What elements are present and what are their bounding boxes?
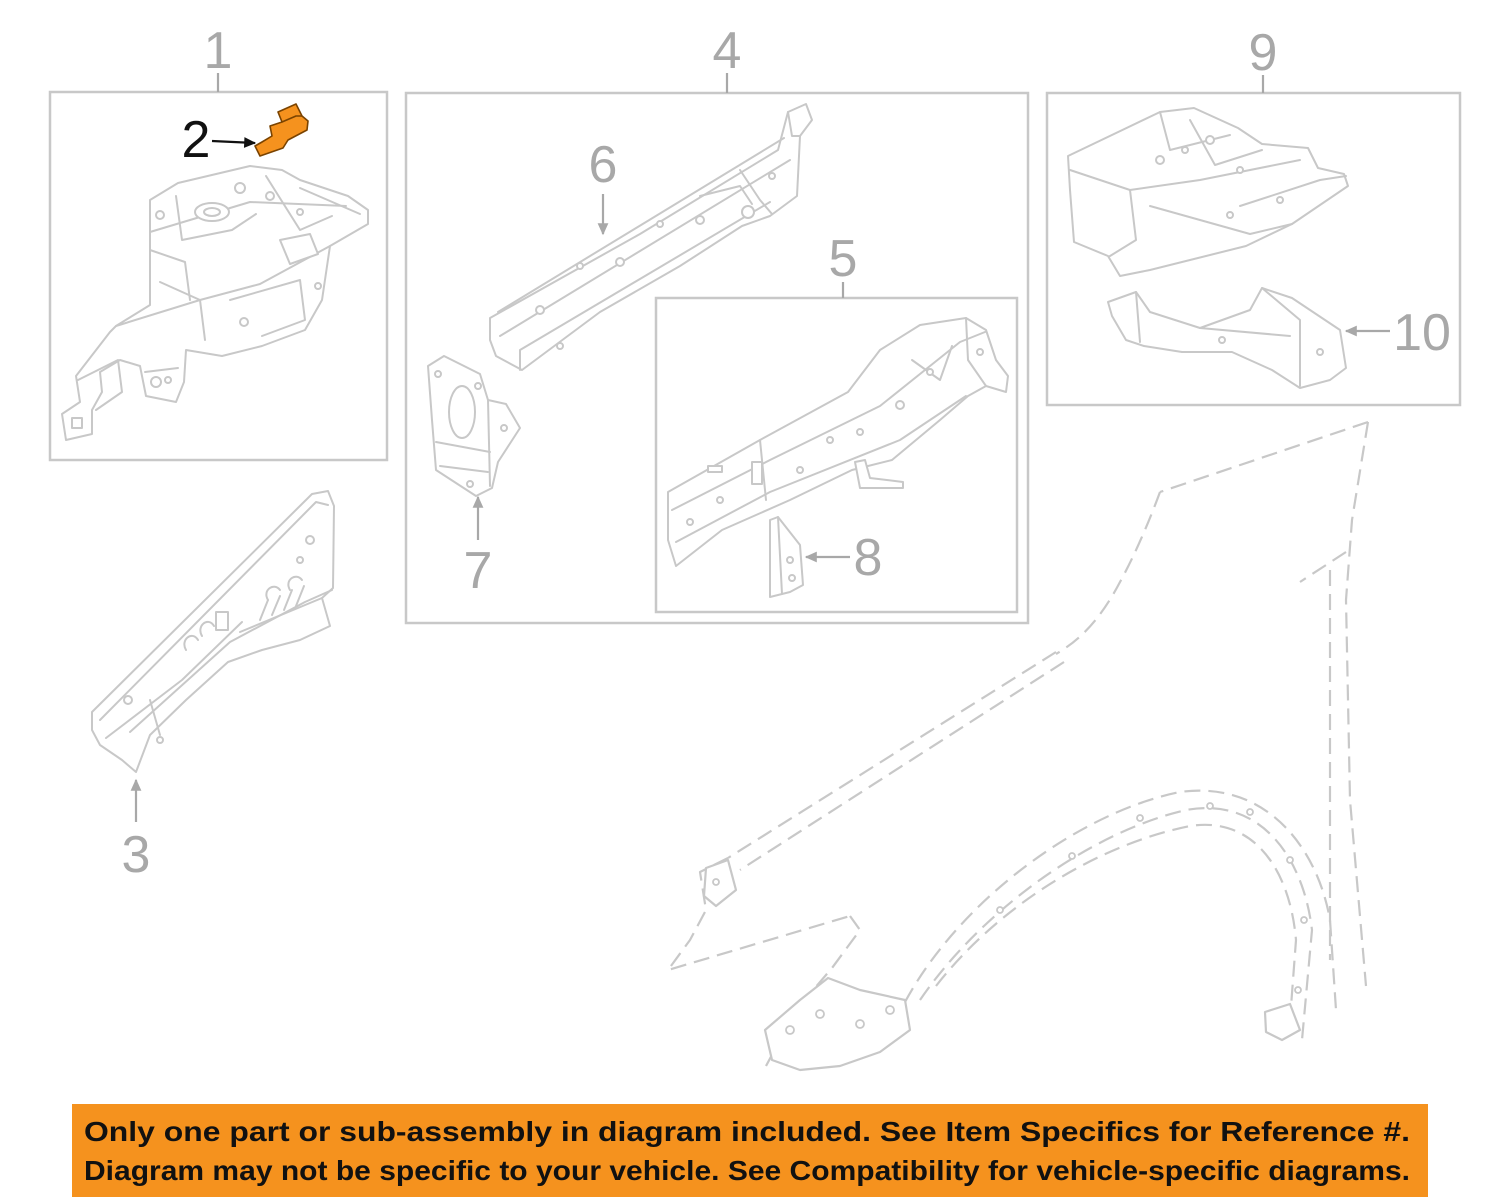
fender-phantom-outline (666, 420, 1370, 1072)
banner-background (72, 1104, 1428, 1197)
part-3-drawing (91, 490, 335, 773)
part-6-drawing (489, 103, 813, 371)
callout-3: 3 (122, 826, 151, 884)
disclaimer-banner: Only one part or sub-assembly in diagram… (72, 1104, 1428, 1197)
callout-8: 8 (854, 529, 883, 587)
callout-5: 5 (829, 230, 858, 288)
callout-2: 2 (182, 111, 211, 169)
group-box-4 (404, 91, 1030, 625)
banner-line-2: Diagram may not be specific to your vehi… (84, 1155, 1410, 1186)
banner-line-1: Only one part or sub-assembly in diagram… (84, 1116, 1410, 1147)
part-1-drawing (61, 165, 369, 441)
part-2-drawing-highlighted (254, 103, 309, 157)
callout-4: 4 (713, 22, 742, 80)
group-box-5 (654, 296, 1019, 614)
callout-1: 1 (204, 22, 233, 80)
callout-9: 9 (1249, 24, 1278, 82)
group-box-9 (1045, 91, 1462, 407)
part-9-drawing (1067, 107, 1349, 277)
part-5-drawing (667, 317, 1009, 567)
part-5-small-bracket (854, 459, 904, 489)
leader-2 (211, 137, 257, 148)
callout-6: 6 (589, 136, 618, 194)
part-10-drawing (1107, 287, 1347, 389)
callout-7: 7 (464, 542, 493, 600)
part-8-drawing (769, 516, 804, 598)
callout-10: 10 (1393, 304, 1451, 362)
part-7-drawing (427, 355, 521, 497)
